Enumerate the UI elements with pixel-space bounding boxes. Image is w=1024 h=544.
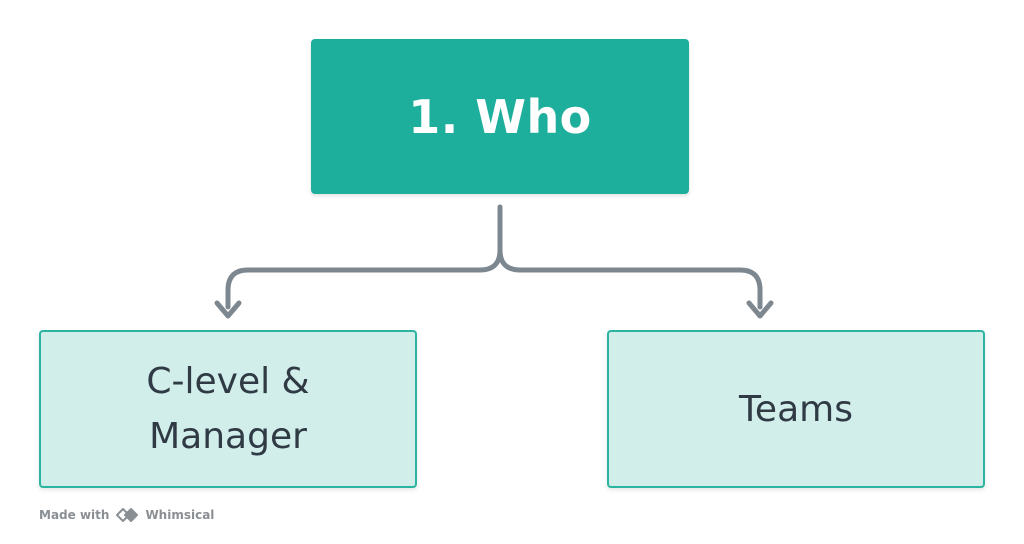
arrowhead-left [214,300,242,319]
child-node-c-level-manager[interactable]: C-level & Manager [39,330,417,488]
whimsical-logo-icon [116,508,139,522]
made-with-text: Made with [39,508,110,522]
root-node-label: 1. Who [408,89,592,144]
child-node-teams[interactable]: Teams [607,330,985,488]
arrowhead-right [746,300,774,319]
child-node-label: C-level & Manager [146,361,310,457]
made-with-footer[interactable]: Made with Whimsical [39,505,214,525]
child-node-label: Teams [739,388,853,430]
root-node[interactable]: 1. Who [311,39,689,194]
connector-trunk-to-left [225,204,503,310]
connector-trunk-to-right [497,247,763,310]
whimsical-brand-text: Whimsical [145,508,215,522]
